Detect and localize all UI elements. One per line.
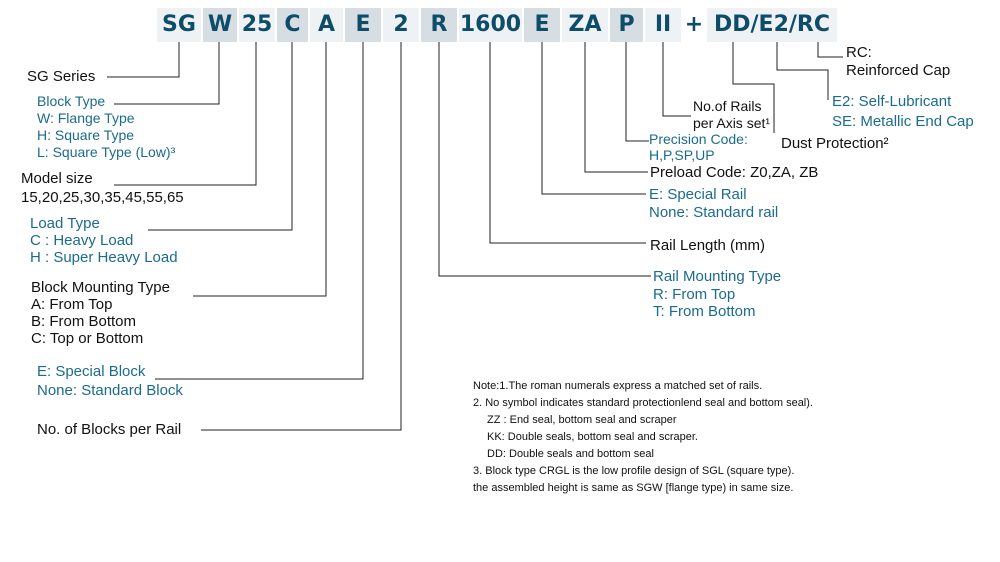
label-load-type-c: C : Heavy Load [30, 232, 134, 249]
label-special-block-e: E: Special Block [37, 363, 146, 380]
label-rail-length: Rail Length (mm) [650, 237, 766, 254]
code-options: DD/E2/RC [707, 8, 837, 42]
line-special-block [155, 42, 364, 380]
code-model-size: 25 [239, 8, 275, 42]
code-special-block: E [345, 8, 381, 42]
label-special-rail-e: E: Special Rail [649, 186, 747, 203]
note-line: 3. Block type CRGL is the low profile de… [473, 465, 795, 477]
line-model-size [114, 42, 257, 186]
label-mounting-title: Block Mounting Type [31, 279, 170, 296]
code-rail-mounting: R [421, 8, 457, 42]
line-rail-length [489, 42, 646, 244]
line-blocks-per-rail [201, 42, 402, 431]
label-block-type-l: L: Square Type (Low)³ [37, 144, 176, 160]
label-e2: E2: Self-Lubricant [832, 93, 952, 110]
code-series: SG [157, 8, 201, 42]
label-se: SE: Metallic End Cap [832, 113, 974, 130]
label-rc-title: RC: [846, 44, 872, 61]
note-line: Note:1.The roman numerals express a matc… [473, 380, 763, 392]
label-block-type-h: H: Square Type [37, 127, 135, 143]
line-e2 [776, 42, 829, 100]
label-mounting-a: A: From Top [31, 296, 113, 313]
label-model-size-title: Model size [21, 170, 93, 187]
code-plus: + [684, 12, 704, 37]
label-model-size-values: 15,20,25,30,35,45,55,65 [21, 189, 184, 206]
note-line: ZZ : End seal, bottom seal and scraper [487, 414, 677, 426]
note-line: DD: Double seals and bottom seal [487, 448, 654, 460]
label-rc-desc: Reinforced Cap [846, 62, 951, 79]
model-code-bar: SG W 25 C A E 2 R 1600 E ZA P II + DD/E2… [0, 8, 1000, 42]
note-line: KK: Double seals, bottom seal and scrape… [487, 431, 698, 443]
note-line: 2. No symbol indicates standard protecti… [473, 397, 813, 409]
label-mounting-c: C: Top or Bottom [31, 330, 144, 347]
code-special-rail: E [524, 8, 560, 42]
line-block-type [114, 42, 220, 105]
label-precision-values: H,P,SP,UP [649, 147, 715, 163]
line-rails-per-axis [662, 42, 691, 117]
label-mounting-b: B: From Bottom [31, 313, 137, 330]
label-dust: Dust Protection² [781, 135, 889, 152]
label-rail-mounting-title: Rail Mounting Type [653, 268, 782, 285]
line-special-rail [541, 42, 646, 195]
line-load-type [148, 42, 293, 231]
label-blocks-per-rail: No. of Blocks per Rail [37, 421, 182, 438]
line-mounting [193, 42, 327, 297]
label-rail-mounting-t: T: From Bottom [653, 303, 756, 320]
label-rails-per-axis-1: No.of Rails [693, 98, 762, 114]
label-load-type-h: H : Super Heavy Load [30, 249, 178, 266]
label-precision-title: Precision Code: [649, 131, 748, 147]
code-load-type: C [277, 8, 308, 42]
notes-block: Note:1.The roman numerals express a matc… [473, 378, 813, 497]
label-special-block-none: None: Standard Block [37, 382, 183, 399]
line-preload [584, 42, 648, 173]
code-rail-length: 1600 [459, 8, 522, 42]
label-block-type-title: Block Type [37, 93, 106, 109]
label-load-type-title: Load Type [30, 215, 100, 232]
code-mounting: A [310, 8, 343, 42]
code-rails-per-axis: II [645, 8, 681, 42]
code-blocks-per-rail: 2 [383, 8, 419, 42]
label-special-rail-none: None: Standard rail [649, 204, 779, 221]
label-rails-per-axis-2: per Axis set¹ [693, 115, 771, 131]
line-precision [625, 42, 649, 142]
line-series [107, 42, 180, 78]
code-precision: P [610, 8, 643, 42]
label-rail-mounting-r: R: From Top [653, 286, 736, 303]
line-rail-mounting [438, 42, 651, 277]
note-line: the assembled height is same as SGW [fla… [473, 482, 794, 494]
code-preload: ZA [562, 8, 608, 42]
label-block-type-w: W: Flange Type [37, 110, 135, 126]
line-dust [732, 42, 775, 133]
label-preload: Preload Code: Z0,ZA, ZB [650, 164, 819, 181]
code-block-type: W [203, 8, 237, 42]
label-series: SG Series [27, 68, 96, 85]
line-rc [817, 42, 843, 58]
